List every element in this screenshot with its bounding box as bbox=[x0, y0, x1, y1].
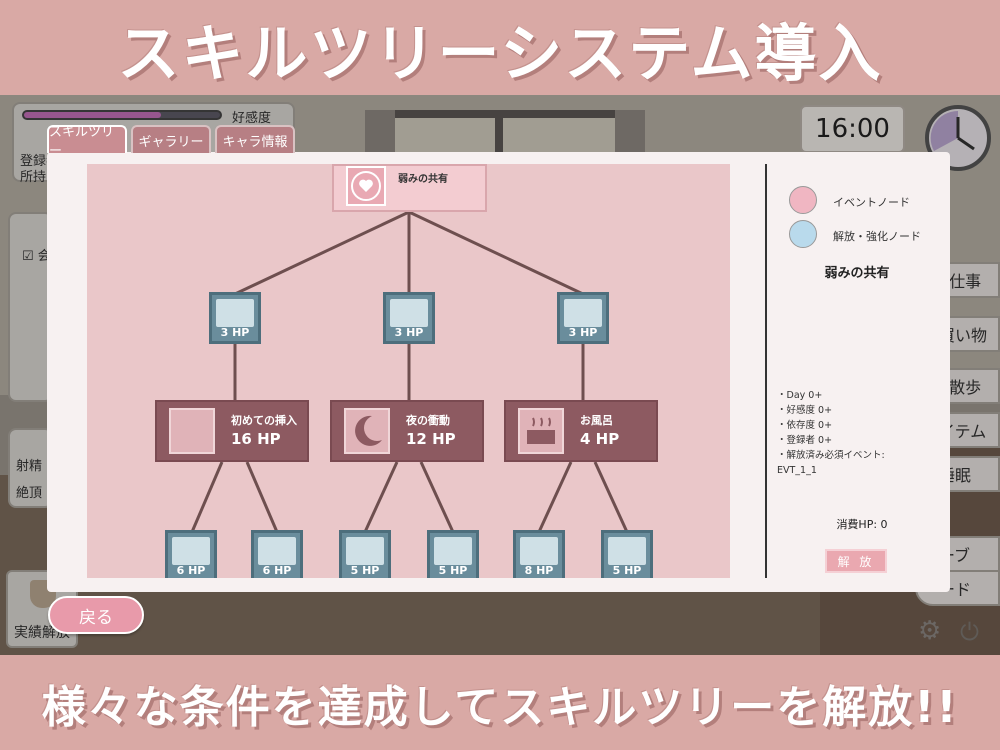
unlock-node-legend-label: 解放・強化ノード bbox=[833, 230, 921, 243]
hp-cost: 消費HP: 0 bbox=[836, 518, 888, 531]
skill-image-icon bbox=[390, 299, 428, 327]
panel-separator bbox=[765, 164, 767, 578]
affection-label: 好感度 bbox=[232, 111, 272, 126]
skill-node-tier1-3[interactable]: 3 HP bbox=[557, 292, 609, 344]
skill-node-tier3-5[interactable]: 8 HP bbox=[513, 530, 565, 578]
event-hp: 4 HP bbox=[580, 430, 620, 448]
event-node-2[interactable]: 夜の衝動 12 HP bbox=[330, 400, 484, 462]
event-name: お風呂 bbox=[580, 414, 613, 427]
affection-bar-fill bbox=[24, 112, 162, 118]
skill-node-tier3-3[interactable]: 5 HP bbox=[339, 530, 391, 578]
event-hp: 16 HP bbox=[231, 430, 281, 448]
time-display: 16:00 bbox=[800, 105, 905, 153]
event-node-legend-dot bbox=[789, 186, 817, 214]
stat-ejaculation: 射精 bbox=[16, 459, 43, 474]
node-hp: 3 HP bbox=[220, 326, 250, 339]
skill-image-icon bbox=[216, 299, 254, 327]
unlock-node-legend-dot bbox=[789, 220, 817, 248]
root-node-name: 弱みの共有 bbox=[398, 174, 448, 185]
tab-skill-tree[interactable]: スキルツリー bbox=[47, 125, 127, 159]
node-info-panel: イベントノード 解放・強化ノード 弱みの共有 ・Day 0+ ・好感度 0+ ・… bbox=[777, 164, 947, 578]
bottom-banner: 様々な条件を達成してスキルツリーを解放!! bbox=[0, 655, 1000, 750]
owned-label: 所持 bbox=[20, 170, 47, 185]
stat-climax: 絶頂 bbox=[16, 486, 43, 501]
requirement-item: EVT_1_1 bbox=[777, 465, 817, 476]
event-name: 初めての挿入 bbox=[231, 414, 297, 427]
affection-bar bbox=[22, 110, 222, 120]
requirement-item: ・依存度 0+ bbox=[777, 420, 833, 431]
tab-character-info[interactable]: キャラ情報 bbox=[215, 125, 295, 153]
event-node-3[interactable]: お風呂 4 HP bbox=[504, 400, 658, 462]
top-banner: スキルツリーシステム導入 bbox=[0, 0, 1000, 95]
node-hp: 3 HP bbox=[394, 326, 424, 339]
skill-node-tier3-4[interactable]: 5 HP bbox=[427, 530, 479, 578]
skill-image-icon bbox=[564, 299, 602, 327]
bathtub-icon bbox=[518, 408, 564, 454]
skill-node-root[interactable]: 弱みの共有 bbox=[332, 164, 487, 212]
node-hp: 3 HP bbox=[568, 326, 598, 339]
skill-node-tier1-2[interactable]: 3 HP bbox=[383, 292, 435, 344]
heart-icon bbox=[520, 537, 558, 565]
event-name: 夜の衝動 bbox=[406, 414, 450, 427]
node-hp: 8 HP bbox=[524, 564, 554, 577]
unlock-button[interactable]: 解 放 bbox=[825, 549, 887, 573]
skill-image-icon bbox=[434, 537, 472, 565]
top-banner-text: スキルツリーシステム導入 bbox=[117, 16, 883, 90]
node-hp: 5 HP bbox=[350, 564, 380, 577]
selected-node-title: 弱みの共有 bbox=[824, 266, 890, 281]
requirement-item: ・Day 0+ bbox=[777, 390, 823, 401]
bottom-banner-text: 様々な条件を達成してスキルツリーを解放!! bbox=[41, 681, 959, 733]
event-node-legend-label: イベントノード bbox=[833, 196, 910, 209]
skill-node-tier3-1[interactable]: 6 HP bbox=[165, 530, 217, 578]
power-icon[interactable]: ⏻ bbox=[960, 618, 979, 646]
moon-icon bbox=[344, 408, 390, 454]
event-image-icon bbox=[169, 408, 215, 454]
skill-tree-area: 弱みの共有 3 HP 3 HP 3 HP 初めての挿入 16 HP 夜の衝動 1… bbox=[87, 164, 730, 578]
requirement-item: ・解放済み必須イベント: bbox=[777, 450, 885, 461]
heart-sound-icon bbox=[346, 166, 386, 206]
requirement-item: ・登録者 0+ bbox=[777, 435, 833, 446]
tab-gallery[interactable]: ギャラリー bbox=[131, 125, 211, 153]
skill-image-icon bbox=[346, 537, 384, 565]
skill-tree-panel: 弱みの共有 3 HP 3 HP 3 HP 初めての挿入 16 HP 夜の衝動 1… bbox=[47, 152, 950, 592]
requirements-list: ・Day 0+ ・好感度 0+ ・依存度 0+ ・登録者 0+ ・解放済み必須イ… bbox=[777, 388, 885, 478]
event-hp: 12 HP bbox=[406, 430, 456, 448]
skill-node-tier1-1[interactable]: 3 HP bbox=[209, 292, 261, 344]
gear-icon[interactable]: ⚙ bbox=[918, 616, 942, 646]
skill-node-tier3-2[interactable]: 6 HP bbox=[251, 530, 303, 578]
tree-links bbox=[190, 210, 629, 533]
skill-image-icon bbox=[172, 537, 210, 565]
skill-node-tier3-6[interactable]: 5 HP bbox=[601, 530, 653, 578]
node-hp: 6 HP bbox=[176, 564, 206, 577]
requirement-item: ・好感度 0+ bbox=[777, 405, 833, 416]
back-button[interactable]: 戻る bbox=[48, 596, 144, 634]
skill-image-icon bbox=[608, 537, 646, 565]
skill-image-icon bbox=[258, 537, 296, 565]
node-hp: 5 HP bbox=[438, 564, 468, 577]
node-hp: 5 HP bbox=[612, 564, 642, 577]
event-node-1[interactable]: 初めての挿入 16 HP bbox=[155, 400, 309, 462]
node-hp: 6 HP bbox=[262, 564, 292, 577]
